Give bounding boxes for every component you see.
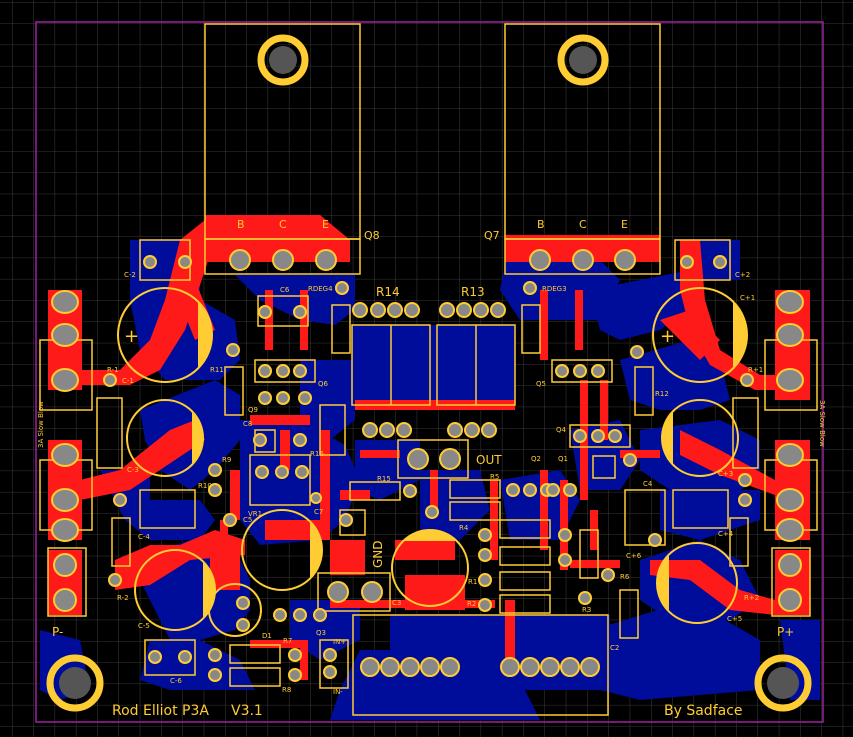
ref-c-plus-5: C+5 — [727, 615, 742, 623]
ref-c-plus-3: C+3 — [718, 470, 733, 478]
silkscreen-text: Q8 Q7 B C E B C E R14 R13 RDEG4 RDEG3 OU… — [37, 218, 826, 719]
ref-r7: R7 — [283, 637, 292, 645]
ref-c-plus-1: C+1 — [740, 294, 755, 302]
ref-q6: Q6 — [318, 380, 329, 388]
ref-c8: C8 — [243, 420, 252, 428]
ref-q4: Q4 — [556, 426, 567, 434]
ref-c-5: C-5 — [138, 622, 150, 630]
ref-c-4: C-4 — [138, 533, 150, 541]
ref-r9: R9 — [222, 456, 231, 464]
rdeg3-label: RDEG3 — [542, 285, 567, 293]
ref-c3: C3 — [392, 599, 401, 607]
ref-q2: Q2 — [531, 455, 541, 463]
ref-r1: R1 — [468, 578, 477, 586]
ref-q5: Q5 — [536, 380, 546, 388]
ref-r2: R2 — [467, 600, 476, 608]
q8-b-label: B — [237, 218, 245, 231]
ref-c6: C6 — [280, 286, 290, 294]
in-plus-label: IN+ — [333, 638, 346, 646]
out-label: OUT — [476, 453, 502, 467]
ref-r11: R11 — [210, 366, 224, 374]
q7-label: Q7 — [484, 229, 500, 242]
electrolytic-caps: + + — [117, 287, 748, 637]
ref-q1: Q1 — [558, 455, 568, 463]
in-minus-label: IN- — [333, 688, 343, 696]
p-minus-label: P- — [52, 625, 63, 639]
q7-c-label: C — [579, 218, 587, 231]
board-outline — [35, 21, 824, 723]
ref-c-2: C-2 — [124, 271, 136, 279]
ref-q9: Q9 — [248, 406, 258, 414]
ref-c4: C4 — [643, 480, 653, 488]
ref-c7: C7 — [314, 508, 323, 516]
ref-r16: R16 — [310, 450, 324, 458]
svg-text:+: + — [660, 326, 675, 347]
r14-label: R14 — [376, 285, 400, 299]
ref-r-plus-2: R+2 — [744, 594, 759, 602]
ref-c-1: C-1 — [122, 377, 134, 385]
ref-c-plus-4: C+4 — [718, 530, 734, 538]
rdeg4-label: RDEG4 — [308, 285, 333, 293]
output-connectors — [317, 439, 609, 716]
top-copper-layer — [48, 215, 810, 680]
ref-c5: C5 — [243, 516, 252, 524]
ref-r3: R3 — [582, 606, 591, 614]
ref-c-plus-6: C+6 — [626, 552, 642, 560]
ref-r5: R5 — [490, 473, 499, 481]
ref-r8: R8 — [282, 686, 291, 694]
right-power-pads — [764, 290, 818, 617]
footer-title: Rod Elliot P3A — [112, 703, 209, 719]
r13-label: R13 — [461, 285, 485, 299]
fuse-right-label: 3A Slow Blow — [818, 400, 826, 447]
gnd-label: GND — [371, 540, 385, 568]
ref-q3: Q3 — [316, 629, 326, 637]
q7-e-label: E — [621, 218, 628, 231]
ref-c2: C2 — [610, 644, 619, 652]
q8-c-label: C — [279, 218, 287, 231]
ref-r4: R4 — [459, 524, 469, 532]
q7-b-label: B — [537, 218, 545, 231]
ref-r15: R15 — [377, 475, 391, 483]
ref-c-6: C-6 — [170, 677, 182, 685]
small-components — [96, 239, 759, 689]
q8-e-label: E — [322, 218, 329, 231]
ref-r-2: R-2 — [117, 594, 129, 602]
p-plus-label: P+ — [777, 625, 794, 639]
q8-label: Q8 — [364, 229, 380, 242]
footer-version: V3.1 — [231, 703, 263, 719]
ref-r12: R12 — [655, 390, 669, 398]
ref-vr1: VR1 — [248, 510, 262, 518]
transistor-q8 — [204, 23, 361, 275]
ref-d1: D1 — [262, 632, 272, 640]
ref-r10: R10 — [198, 482, 212, 490]
ref-r-1: R-1 — [107, 366, 119, 374]
fuse-left-label: 3A Slow Blow — [37, 401, 45, 448]
footer-author: By Sadface — [664, 703, 743, 719]
ref-r6: R6 — [620, 573, 630, 581]
svg-text:+: + — [124, 326, 139, 347]
power-resistors — [351, 302, 516, 438]
ref-c-plus-2: C+2 — [735, 271, 750, 279]
mounting-holes — [46, 654, 812, 712]
transistor-q7 — [504, 23, 661, 275]
ref-r-plus-1: R+1 — [748, 366, 763, 374]
left-power-pads — [39, 290, 93, 617]
ref-c-3: C-3 — [127, 466, 139, 474]
